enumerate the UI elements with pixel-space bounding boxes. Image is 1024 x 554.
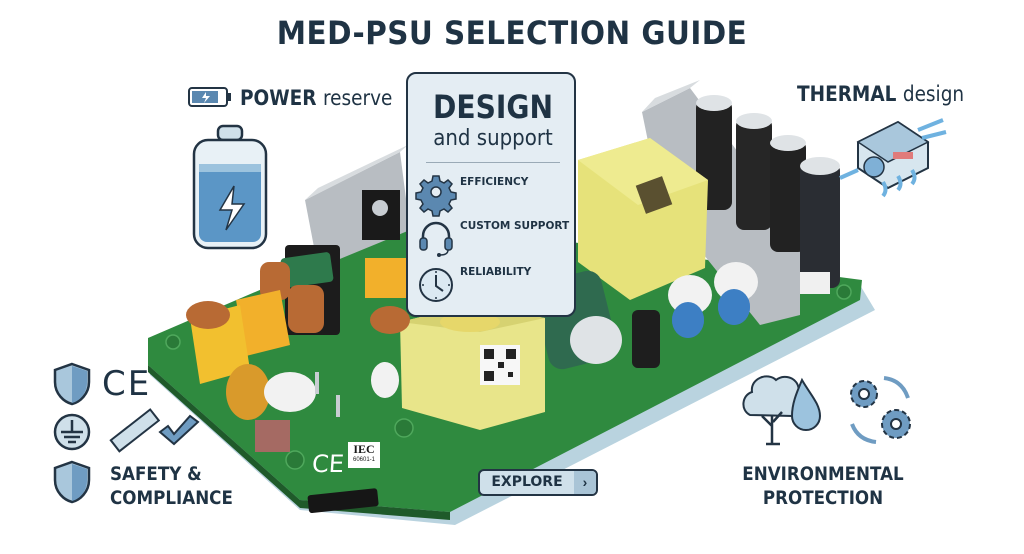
- card-item-custom-support: CUSTOM SUPPORT: [460, 220, 570, 232]
- clock-icon: [419, 268, 453, 302]
- card-item-reliability: RELIABILITY: [460, 266, 532, 278]
- ruler-icon: [109, 408, 161, 453]
- headset-icon: [419, 221, 453, 257]
- safety-line2: COMPLIANCE: [110, 487, 233, 509]
- environmental-protection-label: ENVIRONMENTAL PROTECTION: [739, 462, 906, 510]
- recycle-gears-icon: [850, 376, 911, 444]
- gear-icon: [415, 175, 457, 217]
- ground-icon: [53, 413, 91, 451]
- card-item-efficiency: EFFICIENCY: [460, 176, 529, 188]
- power-label-bold: POWER: [240, 86, 317, 110]
- power-reserve-label: POWER reserve: [240, 86, 392, 110]
- safety-line1: SAFETY &: [110, 463, 202, 485]
- thermal-label-bold: THERMAL: [797, 82, 897, 106]
- page-title: MED-PSU SELECTION GUIDE: [276, 14, 748, 52]
- safety-compliance-label: SAFETY & COMPLIANCE: [110, 462, 233, 510]
- power-label-thin: reserve: [322, 86, 393, 110]
- shield-icon: [53, 460, 91, 504]
- ce-mark-icon: CE: [102, 364, 152, 404]
- design-card-subtitle: and support: [433, 126, 553, 151]
- env-line2: PROTECTION: [762, 487, 884, 509]
- design-card-title: DESIGN: [432, 88, 554, 126]
- board-iec-label: IEC 60601-1: [348, 442, 380, 468]
- card-divider: [426, 162, 560, 163]
- explore-button-label: EXPLORE: [491, 474, 563, 490]
- board-ce-mark: CE: [311, 450, 345, 478]
- thermal-label-thin: design: [902, 82, 965, 106]
- transformer-small: [400, 305, 545, 430]
- battery-small-icon: [188, 87, 231, 107]
- iec-code: 60601-1: [352, 457, 376, 463]
- tree-droplet-icon: [742, 375, 822, 446]
- checkmark-icon: [158, 414, 200, 446]
- thermal-airflow-icon: [839, 118, 947, 198]
- explore-button[interactable]: EXPLORE ›: [478, 469, 598, 496]
- thermal-design-label: THERMAL design: [797, 82, 964, 106]
- battery-large-icon: [192, 124, 268, 250]
- chevron-right-icon: ›: [574, 471, 596, 494]
- shield-icon: [53, 362, 91, 406]
- env-line1: ENVIRONMENTAL: [742, 463, 904, 485]
- iec-text: IEC: [353, 442, 375, 456]
